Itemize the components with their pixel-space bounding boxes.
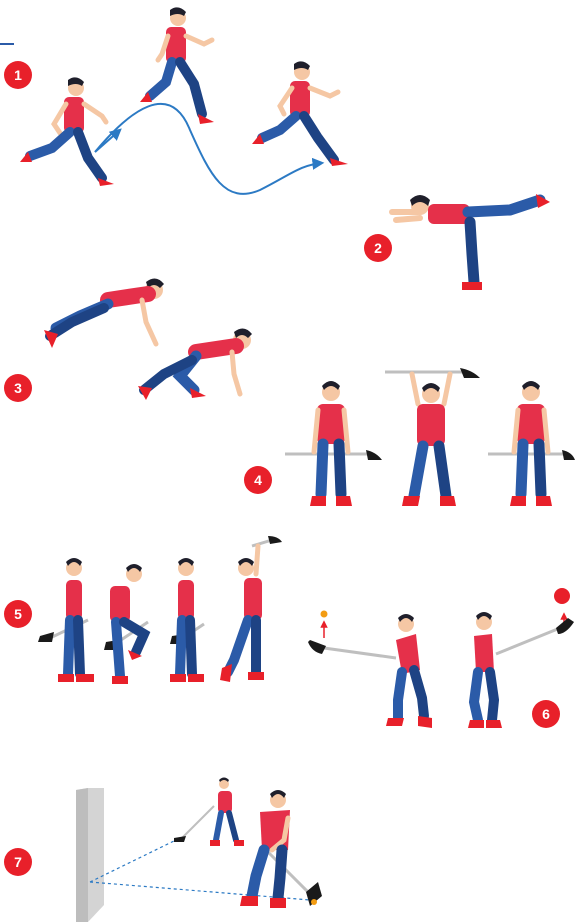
step-number-4: 4 — [254, 472, 262, 488]
big-ball — [554, 588, 570, 604]
step-number-2: 2 — [374, 240, 382, 256]
far-player-figure — [174, 778, 244, 847]
step-4-group: 4 — [244, 368, 575, 506]
step-number-3: 3 — [14, 380, 22, 396]
step-3-group: 3 — [4, 278, 252, 402]
balance-figure — [392, 194, 550, 290]
stick-step-figure-3 — [170, 558, 204, 682]
step-2-group: 2 — [364, 194, 550, 290]
stick-step-figure-4 — [220, 536, 282, 682]
small-ball — [321, 611, 328, 618]
stick-hold-figure-1 — [285, 381, 382, 506]
runner-figure-1 — [20, 77, 114, 186]
stick-hold-figure-2 — [385, 368, 480, 506]
stick-hold-figure-3 — [488, 381, 575, 506]
plank-figure — [44, 278, 164, 348]
step-number-1: 1 — [14, 67, 22, 83]
step-6-group: 6 — [308, 588, 574, 728]
step-number-5: 5 — [14, 606, 22, 622]
step-7-group: 7 — [4, 778, 322, 923]
runner-figure-3 — [252, 61, 348, 166]
step-1-group: 1 — [4, 7, 348, 193]
stick-step-figure-2 — [104, 564, 148, 684]
ball-lift-figure-1 — [308, 614, 432, 728]
puck — [311, 899, 317, 905]
stick-step-figure-1 — [38, 558, 94, 682]
step-5-group: 5 — [4, 536, 282, 684]
step-number-7: 7 — [14, 854, 22, 870]
near-player-figure — [240, 790, 322, 908]
step-number-6: 6 — [542, 706, 550, 722]
